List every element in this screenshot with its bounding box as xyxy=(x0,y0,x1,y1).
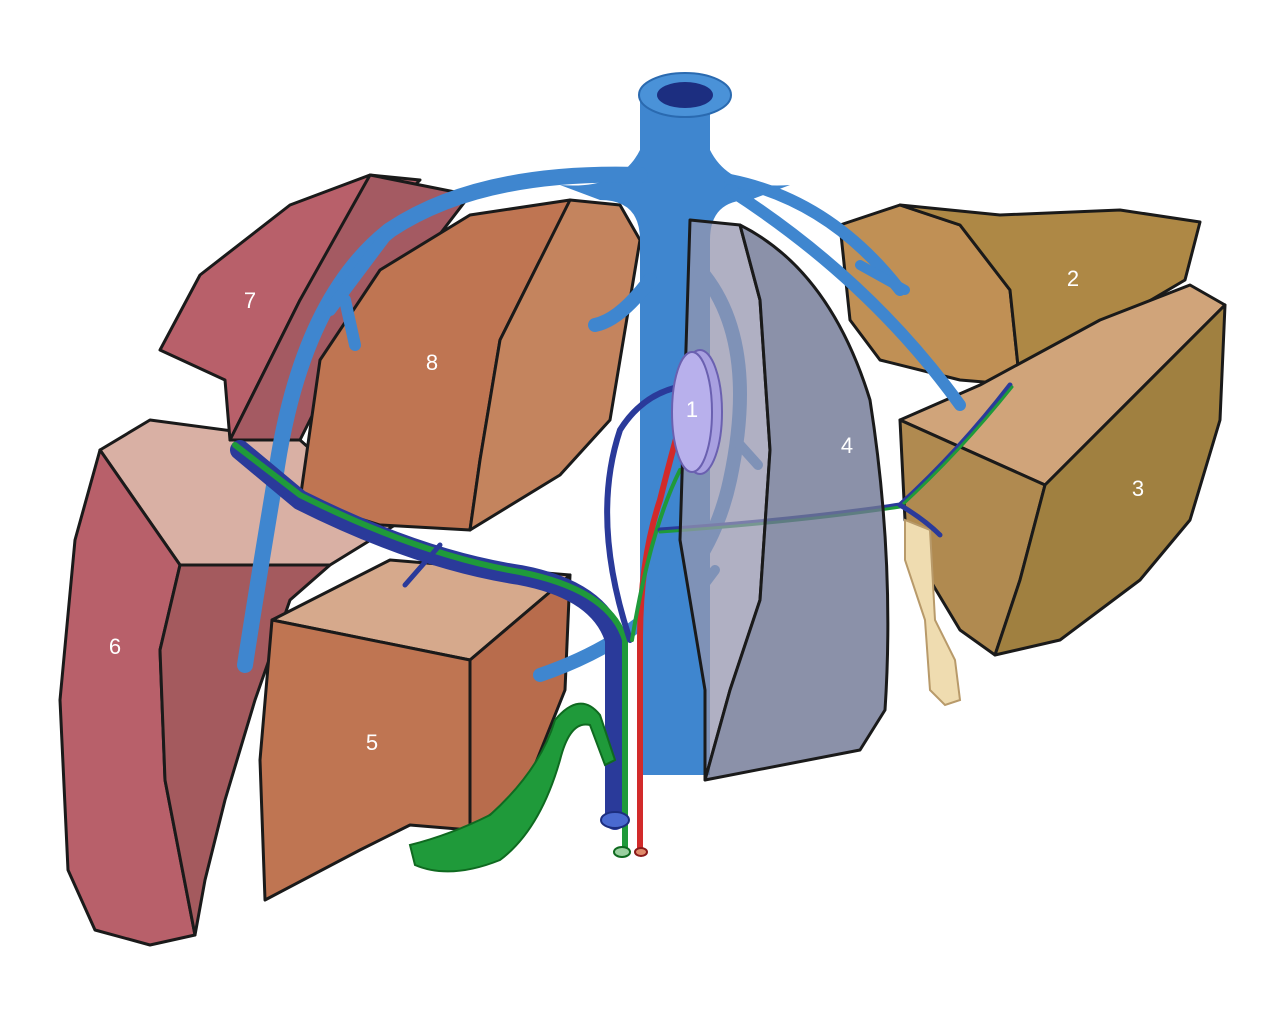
gallbladder xyxy=(408,702,617,873)
segment-5 xyxy=(258,558,572,902)
segment-8 xyxy=(298,198,642,532)
segment-label-1: 1 xyxy=(685,397,699,422)
segment-label-7: 7 xyxy=(243,288,257,313)
ligamentum-teres xyxy=(904,518,962,707)
segment-1 xyxy=(671,349,723,475)
segment-label-6: 6 xyxy=(108,634,122,659)
segment-label-3: 3 xyxy=(1131,476,1145,501)
segment-label-8: 8 xyxy=(425,350,439,375)
segment-label-4: 4 xyxy=(840,433,854,458)
segment-label-2: 2 xyxy=(1066,266,1080,291)
segment-label-5: 5 xyxy=(365,730,379,755)
segment-3 xyxy=(898,283,1227,657)
segment-6 xyxy=(58,418,397,947)
